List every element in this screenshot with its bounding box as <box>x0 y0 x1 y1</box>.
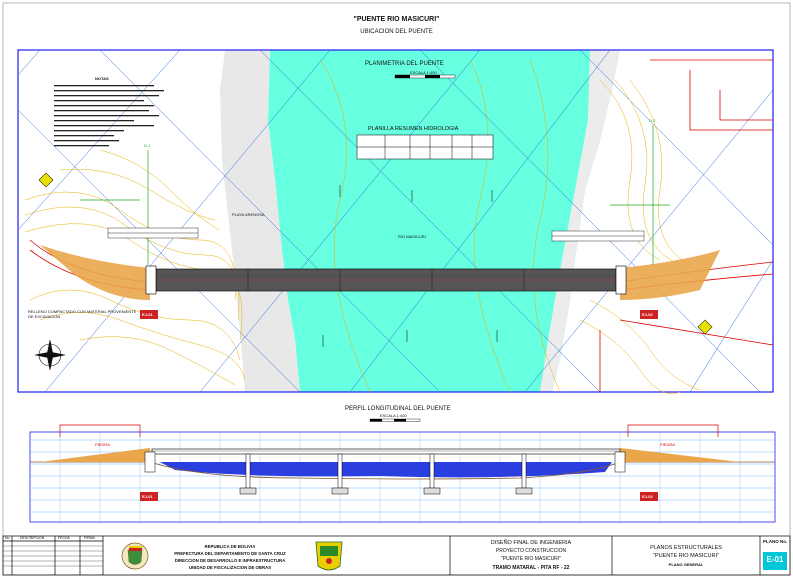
page-title: "PUENTE RIO MASICURI" <box>353 16 440 23</box>
notes-block <box>54 85 164 147</box>
sheet-desc-label: PLANO GENERAL <box>668 562 704 567</box>
fill-note: RELLENO COMPACTADO CON MATERIAL PROVENIE… <box>28 309 137 319</box>
sheet-bridge-label: "PUENTE RIO MASICURI" <box>653 553 719 559</box>
hydrology-table <box>356 134 494 160</box>
profile-tag-right <box>640 492 658 501</box>
plan-number-badge <box>763 552 787 570</box>
flow-arrows <box>322 185 498 347</box>
abutment-tag-left <box>140 310 158 319</box>
rev-header-sign: FIRMA <box>84 536 95 540</box>
profile-label-right: PIEDRA <box>660 442 675 447</box>
plan-no-value: E-01 <box>766 555 784 564</box>
bridge-label: "PUENTE RIO MASICURI" <box>501 556 561 562</box>
abutment-tables <box>107 227 645 242</box>
sand-beach <box>220 50 300 392</box>
bolivia-seal-icon <box>121 542 149 570</box>
plan-scale-label: ESCALA 1:400 <box>410 70 437 75</box>
section-label: TRAMO MATARAL - PITA RF - 22 <box>492 565 570 571</box>
coordinate-grid <box>17 49 774 393</box>
profile-water <box>160 462 612 478</box>
plan-no-label: PLANO No. <box>763 539 788 544</box>
profile-view <box>29 418 776 523</box>
profile-scale-bar <box>369 418 421 422</box>
profile-title: PERFIL LONGITUDINAL DEL PUENTE <box>345 406 451 412</box>
republic-label: REPUBLICA DE BOLIVIA <box>204 544 256 549</box>
fill-right <box>620 250 720 300</box>
sand-beach-right <box>540 50 620 392</box>
profile-abutment-right: EJ-02 <box>642 494 653 499</box>
abutments-plan <box>145 265 627 295</box>
notes-title: NOTAS <box>95 76 109 81</box>
rev-header-no: No <box>5 536 10 540</box>
design-label: DISEÑO FINAL DE INGENIERIA <box>490 540 572 546</box>
river-label: RIO MASICURI <box>398 234 426 239</box>
abutment-label-left: EJ-01 <box>142 312 153 317</box>
abutment-tag-right <box>640 310 658 319</box>
sheet-type-label: PLANOS ESTRUCTURALES <box>650 545 722 551</box>
section-label-left: D-1 <box>144 143 151 148</box>
project-label: PROYECTO CONSTRUCCION <box>495 548 567 554</box>
profile-piers <box>144 451 626 495</box>
prefecture-label: PREFECTURA DEL DEPARTAMENTO DE SANTA CRU… <box>174 551 286 556</box>
profile-label-left: PIEDRA <box>95 442 110 447</box>
green-lines <box>80 125 670 265</box>
direction-label: DIRECCION DE DESARROLLO E INFRAESTRUCTUR… <box>174 558 286 563</box>
plan-view <box>17 49 774 394</box>
profile-fill-left <box>40 448 152 462</box>
section-label-right: D-2 <box>649 118 656 123</box>
title-block <box>2 535 791 576</box>
plan-frame <box>17 49 774 393</box>
plan-scale-bar <box>394 74 456 79</box>
rev-header-date: FECHA <box>58 536 70 540</box>
fill-left <box>40 245 150 300</box>
rev-header-desc: DESCRIPCION <box>20 536 45 540</box>
profile-abutment-left: EJ-01 <box>142 494 153 499</box>
santa-cruz-seal-icon <box>315 541 343 571</box>
contours-right <box>319 59 701 394</box>
page-subtitle: UBICACION DEL PUENTE <box>360 29 433 35</box>
plan-title: PLANIMETRIA DEL PUENTE <box>365 61 444 67</box>
hydrology-table-title: PLANILLA RESUMEN HIDROLOGIA <box>368 126 459 132</box>
profile-deck <box>151 448 621 455</box>
beach-label: PLAYA ARENOSA <box>232 212 265 217</box>
profile-fill-right <box>620 448 740 462</box>
river-water <box>268 50 620 392</box>
warning-sign-icon <box>38 172 713 335</box>
north-arrow-icon <box>34 339 66 371</box>
unit-label: UNIDAD DE FISCALIZACION DE OBRAS <box>188 565 272 570</box>
profile-scale-label: ESCALA 1:400 <box>380 413 407 418</box>
abutment-label-right: EJ-02 <box>642 312 653 317</box>
profile-tag-left <box>140 492 158 501</box>
